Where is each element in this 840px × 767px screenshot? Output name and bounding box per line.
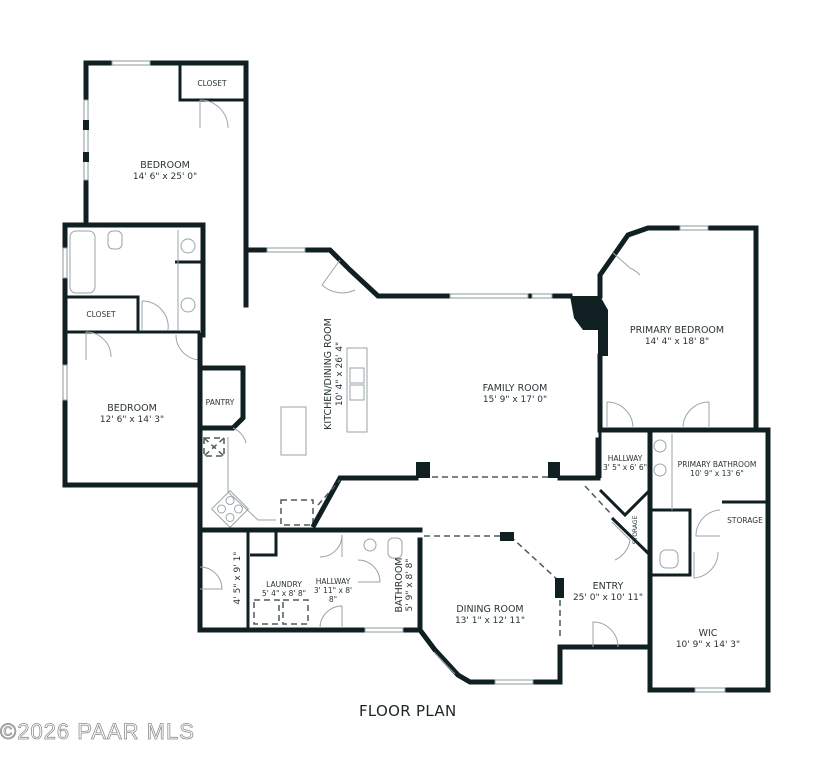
storage-hall-label: STORAGE [632,516,639,545]
storage-label: STORAGE [727,516,763,525]
bathroom-dims: 5' 9" x 8' 8" [405,559,415,612]
bedroom-upper-dims: 14' 6" x 25' 0" [133,172,197,182]
family-room-label: FAMILY ROOM [483,383,548,394]
hallway-laundry-dims: 3' 11" x 8' [314,586,352,595]
entry-label: ENTRY [593,581,624,592]
mudroom-dims: 4' 5" x 9' 1" [233,552,243,605]
lower-left-wing-walls [62,222,206,488]
family-room-walls [416,296,608,481]
kitchen-walls [197,247,573,633]
entry-dining-walls [417,532,653,685]
primary-bathroom-label: PRIMARY BATHROOM [678,460,757,469]
pantry-label: PANTRY [206,398,235,407]
dining-room-dims: 13' 1" x 12' 11" [455,616,525,626]
primary-bedroom-label: PRIMARY BEDROOM [630,325,724,336]
floor-plan-title: FLOOR PLAN [359,702,457,720]
closet-label: CLOSET [197,79,227,88]
hallway-primary-label: HALLWAY [608,454,643,463]
utility-walls [197,527,423,633]
bedroom-upper-label: BEDROOM [140,160,190,171]
laundry-label: LAUNDRY [266,580,302,589]
primary-bathroom-dims: 10' 9" x 13' 6" [690,469,744,478]
hallway-laundry-label: HALLWAY [316,577,351,586]
family-room-dims: 15' 9" x 17' 0" [483,395,547,405]
kitchen-dining-label: KITCHEN/DINING ROOM [323,318,334,430]
primary-bath-walls [584,427,771,693]
wic-dims: 10' 9" x 14' 3" [676,640,740,650]
closet-label: CLOSET [86,310,116,319]
primary-bedroom-dims: 14' 4" x 18' 8" [645,337,709,347]
hallway-primary-dims: 3' 5" x 6' 6" [603,463,647,472]
dining-room-label: DINING ROOM [456,604,523,615]
laundry-dims: 5' 4" x 8' 8" [262,589,306,598]
entry-dims: 25' 0" x 10' 11" [573,593,643,603]
bathroom-label: BATHROOM [394,558,405,613]
upper-bedroom-walls [83,60,249,308]
wic-label: WIC [699,628,718,639]
bedroom-lower-dims: 12' 6" x 14' 3" [100,415,164,425]
hallway-laundry-dims-cont: 8" [329,595,337,604]
kitchen-dining-dims: 10' 4" x 26' 4" [335,342,345,406]
bedroom-lower-label: BEDROOM [107,403,157,414]
copyright-watermark: ©2026 PAAR MLS [0,719,195,745]
